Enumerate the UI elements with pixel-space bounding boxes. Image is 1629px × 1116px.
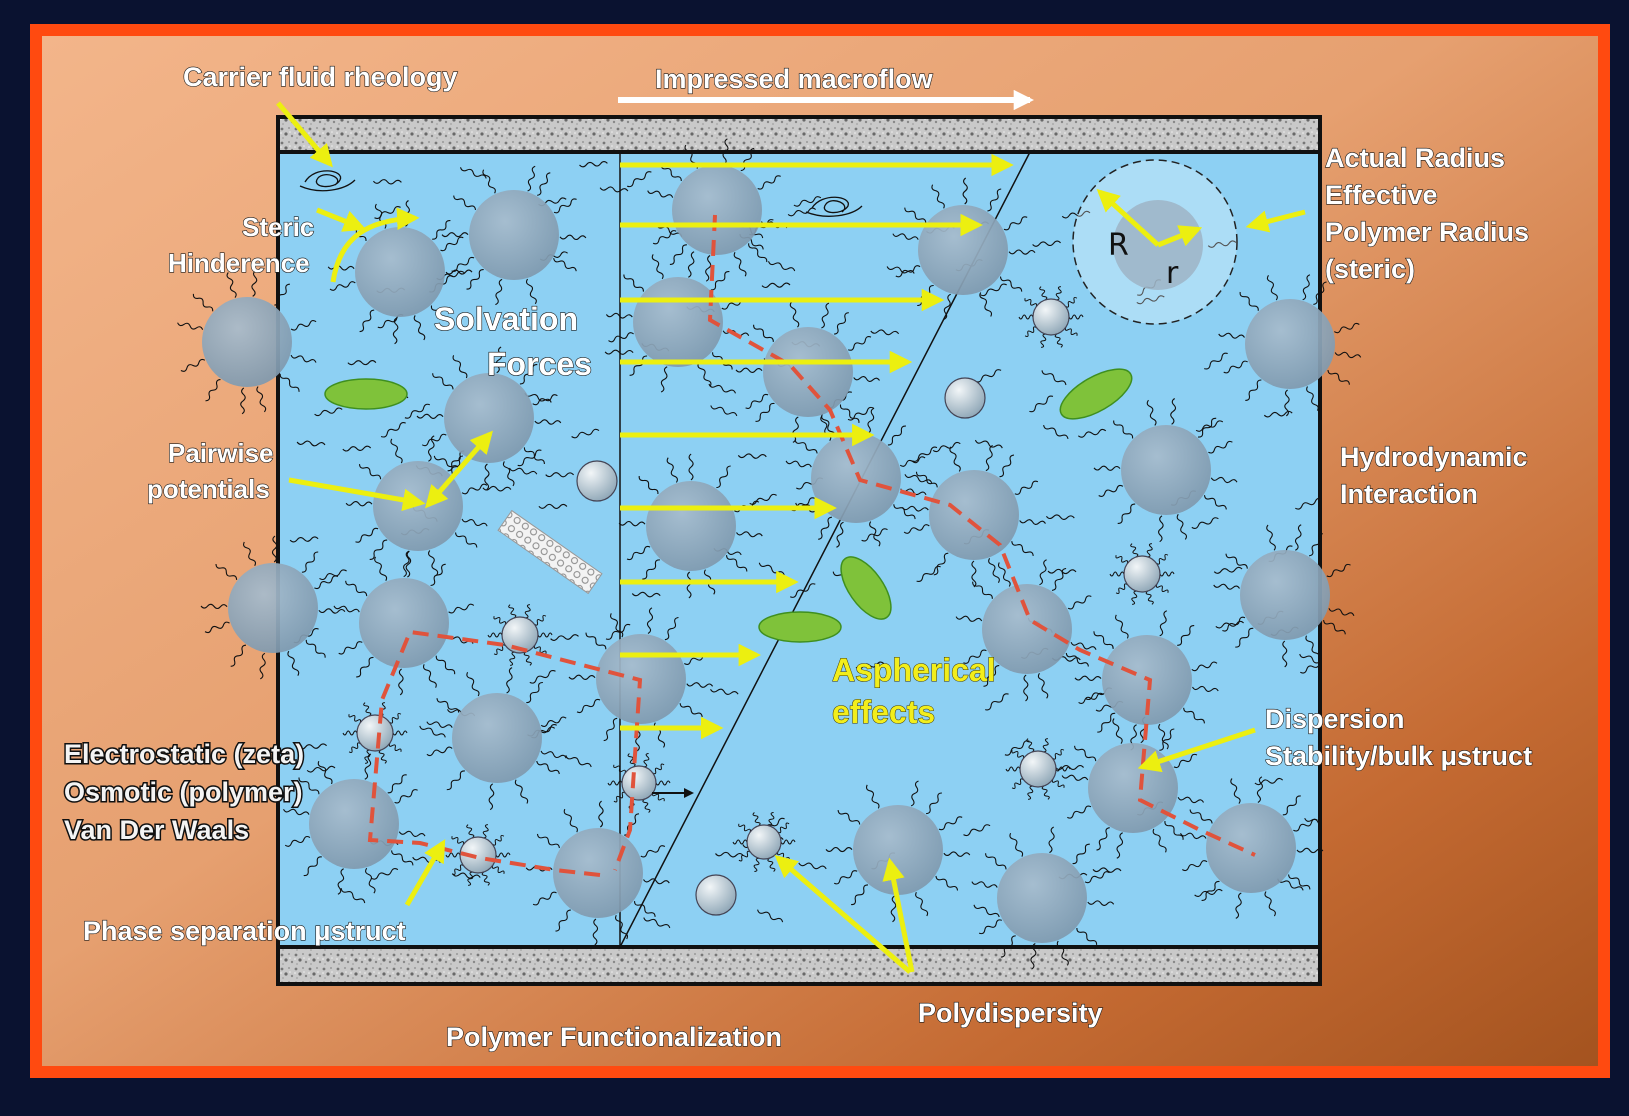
label-potentials: potentials	[147, 474, 270, 504]
large-particle	[929, 470, 1019, 560]
large-particle	[672, 165, 762, 255]
label-van-der-waals: Van Der Waals	[64, 815, 249, 845]
small-particle	[357, 715, 393, 751]
label-polydispersity: Polydispersity	[918, 998, 1103, 1028]
large-particle	[763, 327, 853, 417]
label-stability: Stability/bulk μstruct	[1265, 741, 1532, 771]
label-steric: Steric	[242, 212, 314, 242]
green-ellipse	[325, 379, 407, 409]
green-ellipse	[759, 612, 841, 642]
large-particle	[853, 805, 943, 895]
large-particle	[918, 205, 1008, 295]
small-particle	[945, 378, 985, 418]
label-hydrodynamic: Hydrodynamic	[1340, 442, 1528, 472]
large-particle	[646, 481, 736, 571]
label-solvation: Solvation	[434, 301, 578, 337]
label-interaction: Interaction	[1340, 479, 1478, 509]
label-electrostatic: Electrostatic (zeta)	[64, 739, 304, 769]
label-forces: Forces	[487, 346, 592, 382]
large-particle	[1240, 550, 1330, 640]
label-hinderence: Hinderence	[168, 248, 310, 278]
large-particle	[373, 461, 463, 551]
large-particle	[452, 693, 542, 783]
small-particle	[1020, 751, 1056, 787]
large-particle	[444, 373, 534, 463]
large-particle	[355, 227, 445, 317]
large-particle	[1088, 743, 1178, 833]
large-particle	[1206, 803, 1296, 893]
label-pairwise: Pairwise	[168, 438, 274, 468]
small-particle	[1124, 556, 1160, 592]
label-impressed-macroflow: Impressed macroflow	[655, 64, 934, 94]
large-particle	[469, 190, 559, 280]
small-particle	[747, 825, 781, 859]
label-effective: Effective	[1325, 180, 1438, 210]
bottom-wall	[278, 947, 1320, 984]
small-particle	[577, 461, 617, 501]
label-actual-radius: Actual Radius	[1325, 143, 1505, 173]
label-steric-paren: (steric)	[1325, 254, 1415, 284]
label-polymer-radius: Polymer Radius	[1325, 217, 1529, 247]
top-wall	[278, 117, 1320, 152]
small-particle	[1033, 299, 1069, 335]
label-phase-separation: Phase separation μstruct	[83, 916, 406, 946]
large-particle	[997, 853, 1087, 943]
large-particle	[202, 297, 292, 387]
large-particle	[359, 578, 449, 668]
radius-R-label: R	[1108, 228, 1129, 263]
label-dispersion: Dispersion	[1265, 704, 1405, 734]
label-carrier-fluid-rheology: Carrier fluid rheology	[183, 62, 458, 92]
large-particle	[1245, 299, 1335, 389]
small-particle	[696, 875, 736, 915]
label-aspherical: Aspherical	[832, 652, 996, 688]
small-particle	[622, 766, 656, 800]
large-particle	[1121, 425, 1211, 515]
radius-illustration: R r	[1073, 160, 1237, 324]
large-particle	[228, 563, 318, 653]
large-particle	[309, 779, 399, 869]
label-polymer-functionalization: Polymer Functionalization	[446, 1022, 782, 1052]
label-osmotic: Osmotic (polymer)	[64, 777, 303, 807]
label-effects: effects	[832, 694, 935, 730]
radius-r-label: r	[1166, 256, 1179, 291]
